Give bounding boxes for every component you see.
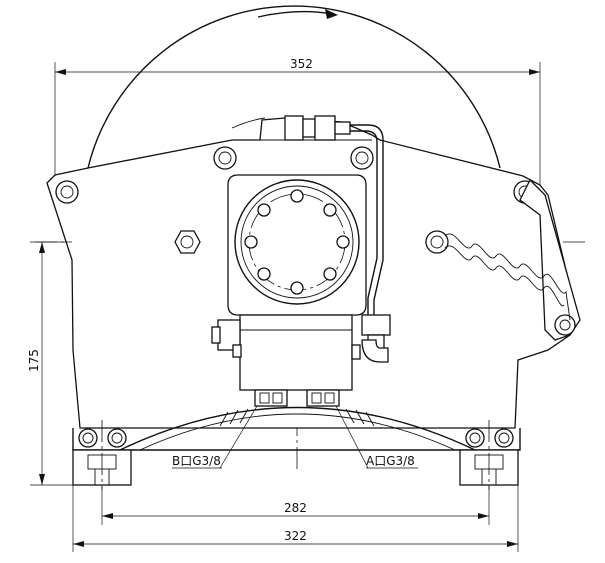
drum-outline [87, 5, 501, 169]
dimension-top-width: 352 [54, 57, 541, 186]
left-foot [72, 420, 132, 490]
dimension-bottom-inner: 282 [101, 485, 490, 525]
dimension-282-label: 282 [284, 501, 307, 515]
right-foot [459, 420, 519, 490]
valve-block [211, 314, 361, 407]
port-a-callout: A口G3/8 [335, 405, 418, 469]
bottom-bolts [78, 428, 514, 448]
port-b-label: B口G3/8 [172, 454, 221, 468]
port-b-callout: B口G3/8 [172, 405, 258, 469]
port-a-label: A口G3/8 [366, 454, 415, 468]
flange-bolts [244, 189, 350, 295]
dimension-bottom-outer: 322 [72, 485, 519, 552]
dimension-322-label: 322 [284, 529, 307, 543]
dimension-175-label: 175 [27, 349, 41, 372]
hydraulic-pipe [284, 115, 391, 363]
brake-arm [425, 178, 581, 341]
motor-housing [227, 174, 367, 316]
dimension-left-height: 175 [27, 241, 73, 486]
dimension-352-label: 352 [290, 57, 313, 71]
rotation-arrow [257, 9, 338, 19]
spring [444, 233, 571, 321]
